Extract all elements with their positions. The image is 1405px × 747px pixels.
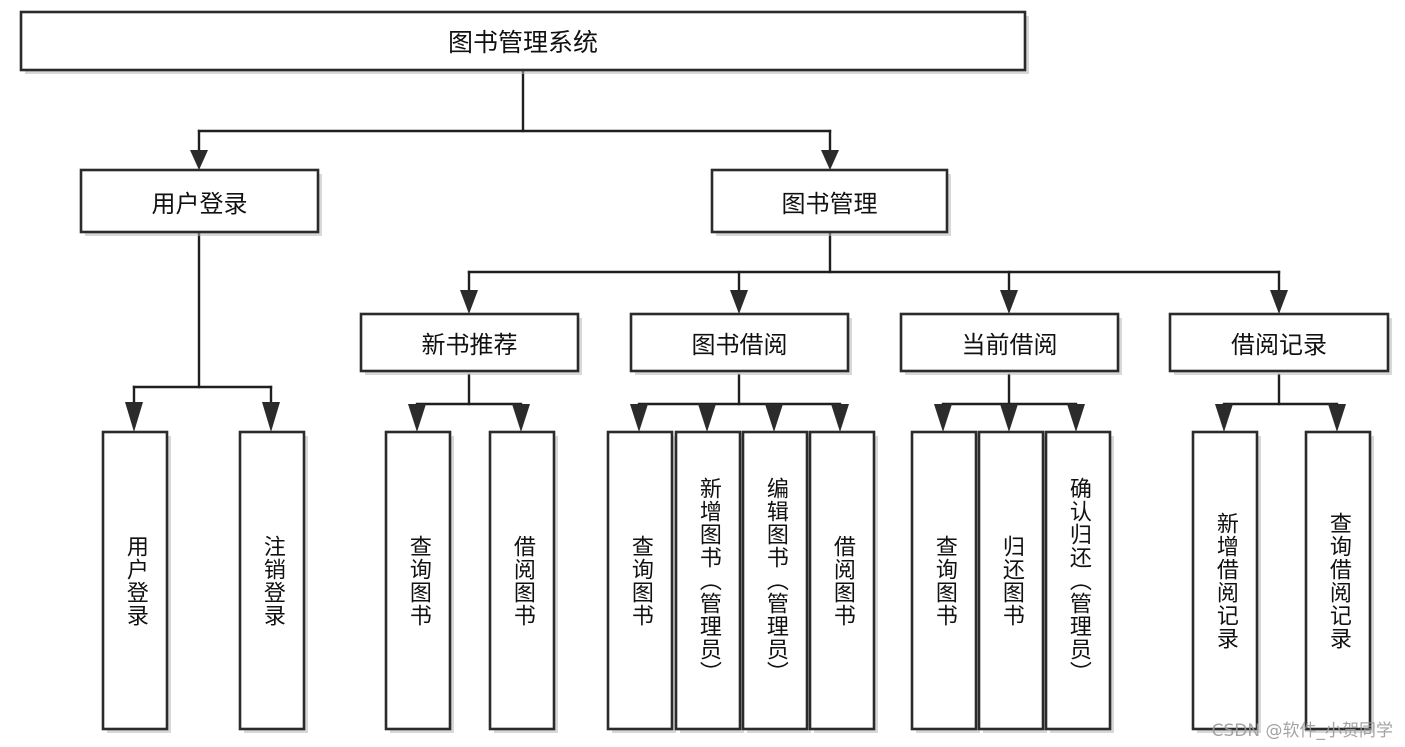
current-borrow-box[interactable]: [899, 312, 1120, 373]
arrow-to-book-borrow: [730, 290, 748, 314]
arrow-newbook-leaf-1: [408, 404, 426, 432]
arrow-currentborrow-leaf-1: [934, 404, 952, 432]
arrow-newbook-leaf-2: [512, 404, 530, 432]
arrow-bookborrow-leaf-2: [698, 404, 716, 432]
connector-group-new-book-recommend: [408, 373, 530, 432]
leaf-box-query-book-1[interactable]: [384, 430, 452, 731]
connector-group-root: [190, 68, 839, 170]
arrow-currentborrow-leaf-2: [1000, 404, 1018, 432]
user-login-box[interactable]: [79, 168, 320, 234]
leaf-box-add-book[interactable]: [674, 430, 742, 731]
connector-group-user-login: [125, 230, 280, 432]
leaf-box-query-book-3[interactable]: [910, 430, 978, 731]
leaf-box-query-book-2[interactable]: [606, 430, 674, 731]
arrow-borrowrecord-leaf-1: [1215, 404, 1233, 432]
leaf-box-query-record[interactable]: [1304, 430, 1372, 731]
connector-group-book-manage: [460, 230, 1288, 314]
leaf-box-return-book[interactable]: [977, 430, 1045, 731]
arrow-to-new-book-recommend: [460, 290, 478, 314]
root-box[interactable]: [19, 10, 1027, 72]
arrow-root-to-user-login: [190, 150, 208, 170]
connector-group-current-borrow: [934, 373, 1085, 432]
leaf-box-add-record[interactable]: [1191, 430, 1259, 731]
arrow-to-current-borrow: [1000, 290, 1018, 314]
arrow-to-borrow-record: [1270, 290, 1288, 314]
arrow-userlogin-leaf-1: [125, 402, 143, 432]
watermark-text: CSDN @软件_小贺同学: [1211, 721, 1393, 741]
leaf-box-edit-book[interactable]: [741, 430, 809, 731]
leaf-box-borrow-book-1[interactable]: [488, 430, 556, 731]
arrow-borrowrecord-leaf-2: [1328, 404, 1346, 432]
new-book-recommend-box[interactable]: [359, 312, 580, 373]
book-borrow-box[interactable]: [629, 312, 850, 373]
connector-group-book-borrow: [630, 373, 849, 432]
leaf-box-borrow-book-2[interactable]: [808, 430, 876, 731]
arrow-root-to-book-manage: [821, 150, 839, 170]
borrow-record-box[interactable]: [1168, 312, 1390, 373]
book-manage-box[interactable]: [710, 168, 949, 234]
arrow-bookborrow-leaf-3: [765, 404, 783, 432]
arrow-bookborrow-leaf-1: [630, 404, 648, 432]
leaf-box-confirm-return[interactable]: [1044, 430, 1112, 731]
arrow-currentborrow-leaf-3: [1067, 404, 1085, 432]
leaf-box-logout[interactable]: [238, 430, 306, 731]
arrow-bookborrow-leaf-4: [831, 404, 849, 432]
leaf-box-user-login[interactable]: [101, 430, 169, 731]
connector-group-borrow-record: [1215, 373, 1346, 432]
arrow-userlogin-leaf-2: [262, 402, 280, 432]
